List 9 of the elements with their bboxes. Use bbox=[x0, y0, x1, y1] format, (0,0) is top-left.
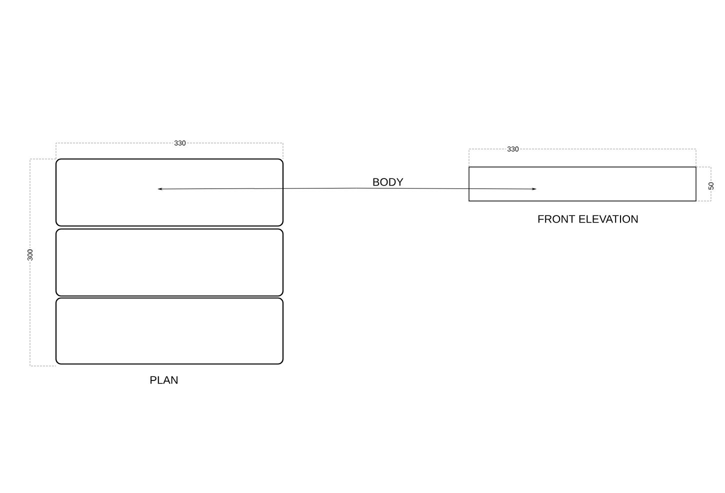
plan-panel bbox=[55, 228, 284, 297]
plan-panel bbox=[55, 158, 284, 227]
leader-line bbox=[158, 188, 356, 190]
view-title: FRONT ELEVATION bbox=[536, 214, 640, 224]
text-label: BODY bbox=[373, 178, 404, 186]
elevation-panel bbox=[468, 166, 696, 202]
leader-line bbox=[356, 188, 536, 190]
view-title: PLAN bbox=[148, 375, 180, 385]
plan-panel bbox=[55, 297, 284, 365]
